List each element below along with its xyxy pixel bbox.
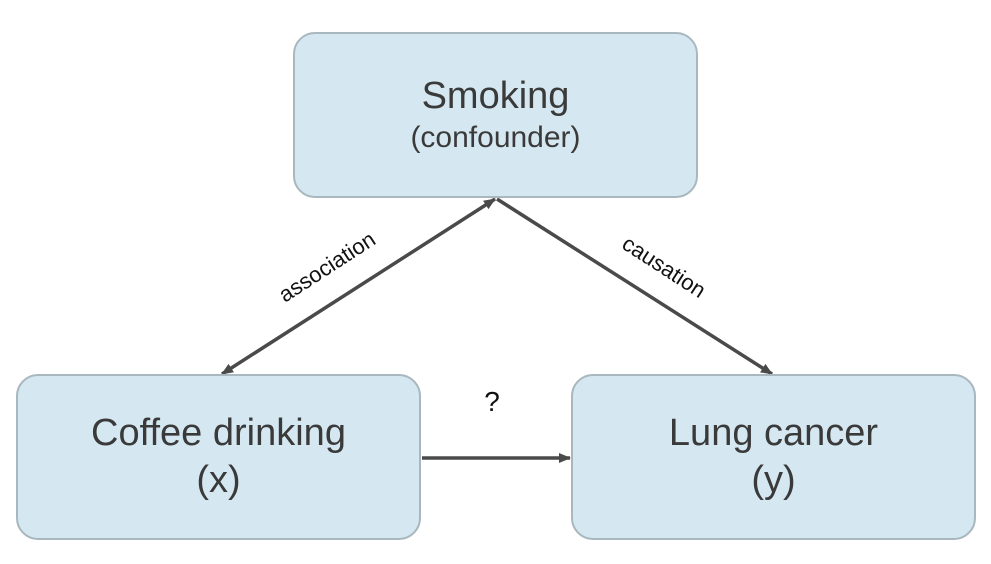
smoking-node: Smoking (confounder) <box>293 32 698 198</box>
association-label: association <box>274 226 380 307</box>
smoking-subtitle: (confounder) <box>410 121 581 154</box>
causation-arrow <box>496 197 773 376</box>
coffee-subtitle: (x) <box>196 459 241 501</box>
association-arrow <box>221 197 496 376</box>
lung-cancer-node: Lung cancer (y) <box>571 374 976 540</box>
causation-label: causation <box>618 231 711 303</box>
unknown-label: ? <box>484 386 500 417</box>
coffee-node: Coffee drinking (x) <box>16 374 421 540</box>
lung-cancer-subtitle: (y) <box>751 459 796 501</box>
lung-cancer-title: Lung cancer <box>668 412 879 454</box>
coffee-title: Coffee drinking <box>91 412 346 454</box>
smoking-title: Smoking <box>421 75 570 117</box>
